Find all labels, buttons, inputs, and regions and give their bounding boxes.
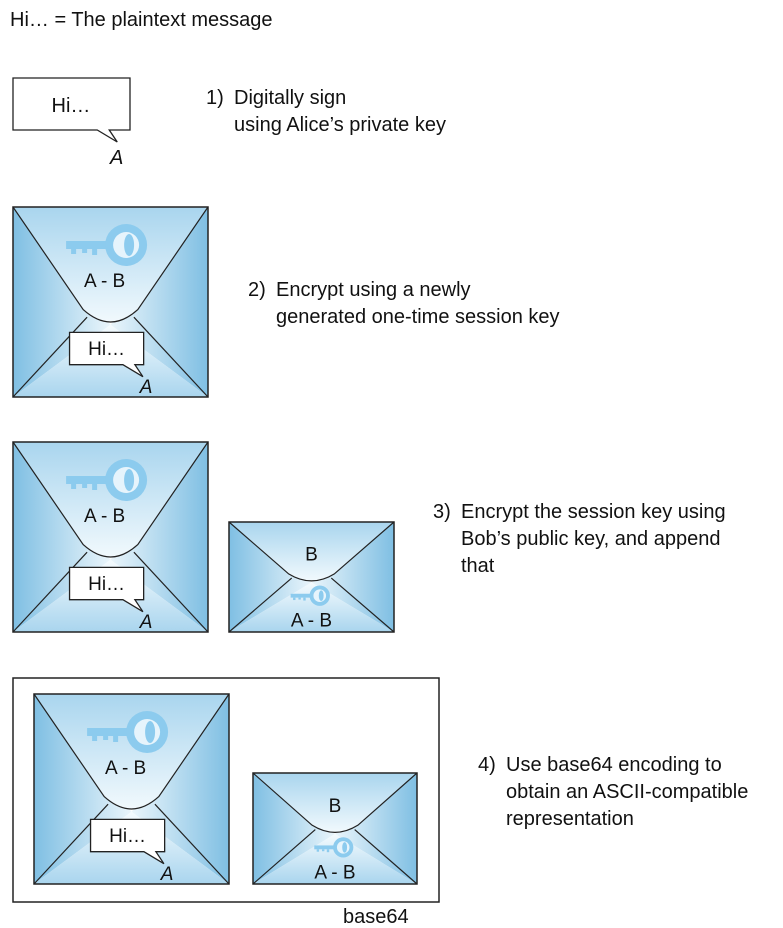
step4-session-key-label: A - B [105, 758, 146, 779]
step3-session-key-icon [66, 459, 148, 501]
step-1-line-2: using Alice’s private key [234, 114, 446, 136]
step-1-number: 1) [206, 87, 224, 109]
step4-message-text: Hi… [109, 826, 146, 847]
step4-small-key-icon [314, 837, 354, 858]
step4-small-envelope: B A - B [252, 772, 418, 885]
base64-box [12, 677, 440, 903]
step1-signature-label: A [109, 147, 123, 169]
step3-message-text: Hi… [88, 574, 125, 595]
step3-message-bubble [68, 566, 145, 613]
step1-message-text: Hi… [52, 95, 91, 117]
step-4-line-1: Use base64 encoding to [506, 754, 722, 776]
step-4-line-3: representation [506, 808, 634, 830]
step3-session-key-label: A - B [84, 506, 125, 527]
step-3-line-2: Bob’s public key, and append [461, 528, 720, 550]
step3-public-key-label: B [305, 545, 318, 566]
step4-message-bubble [89, 818, 166, 865]
step3-small-key-icon [290, 585, 330, 606]
step2-signature-label: A [139, 377, 153, 398]
step2-message-text: Hi… [88, 339, 125, 360]
step-3-number: 3) [433, 501, 451, 523]
step2-session-key-label: A - B [84, 271, 125, 292]
step3-envelope: A - B Hi… A [12, 441, 209, 633]
base64-label: base64 [343, 906, 409, 928]
step2-session-key-icon [66, 224, 148, 266]
step1-message-bubble [12, 77, 131, 143]
step4-small-key-label: A - B [314, 862, 355, 883]
step3-small-envelope: B A - B [228, 521, 395, 633]
step3-signature-label: A [139, 612, 153, 633]
step2-message-bubble [68, 331, 145, 378]
step-1-line-1: Digitally sign [234, 87, 346, 109]
step4-public-key-label: B [329, 796, 342, 817]
step-3-line-1: Encrypt the session key using [461, 501, 726, 523]
step-3-line-3: that [461, 555, 495, 577]
step-2-line-2: generated one-time session key [276, 306, 560, 328]
step2-envelope: A - B Hi… A [12, 206, 209, 398]
step-4-number: 4) [478, 754, 496, 776]
step3-small-key-label: A - B [291, 611, 332, 632]
step4-envelope: A - B Hi… A [33, 693, 230, 885]
step4-signature-label: A [160, 864, 174, 885]
step-2-number: 2) [248, 279, 266, 301]
step-4-line-2: obtain an ASCII-compatible [506, 781, 748, 803]
step4-session-key-icon [87, 711, 169, 753]
legend-text: Hi… = The plaintext message [10, 9, 273, 31]
step-2-line-1: Encrypt using a newly [276, 279, 471, 301]
